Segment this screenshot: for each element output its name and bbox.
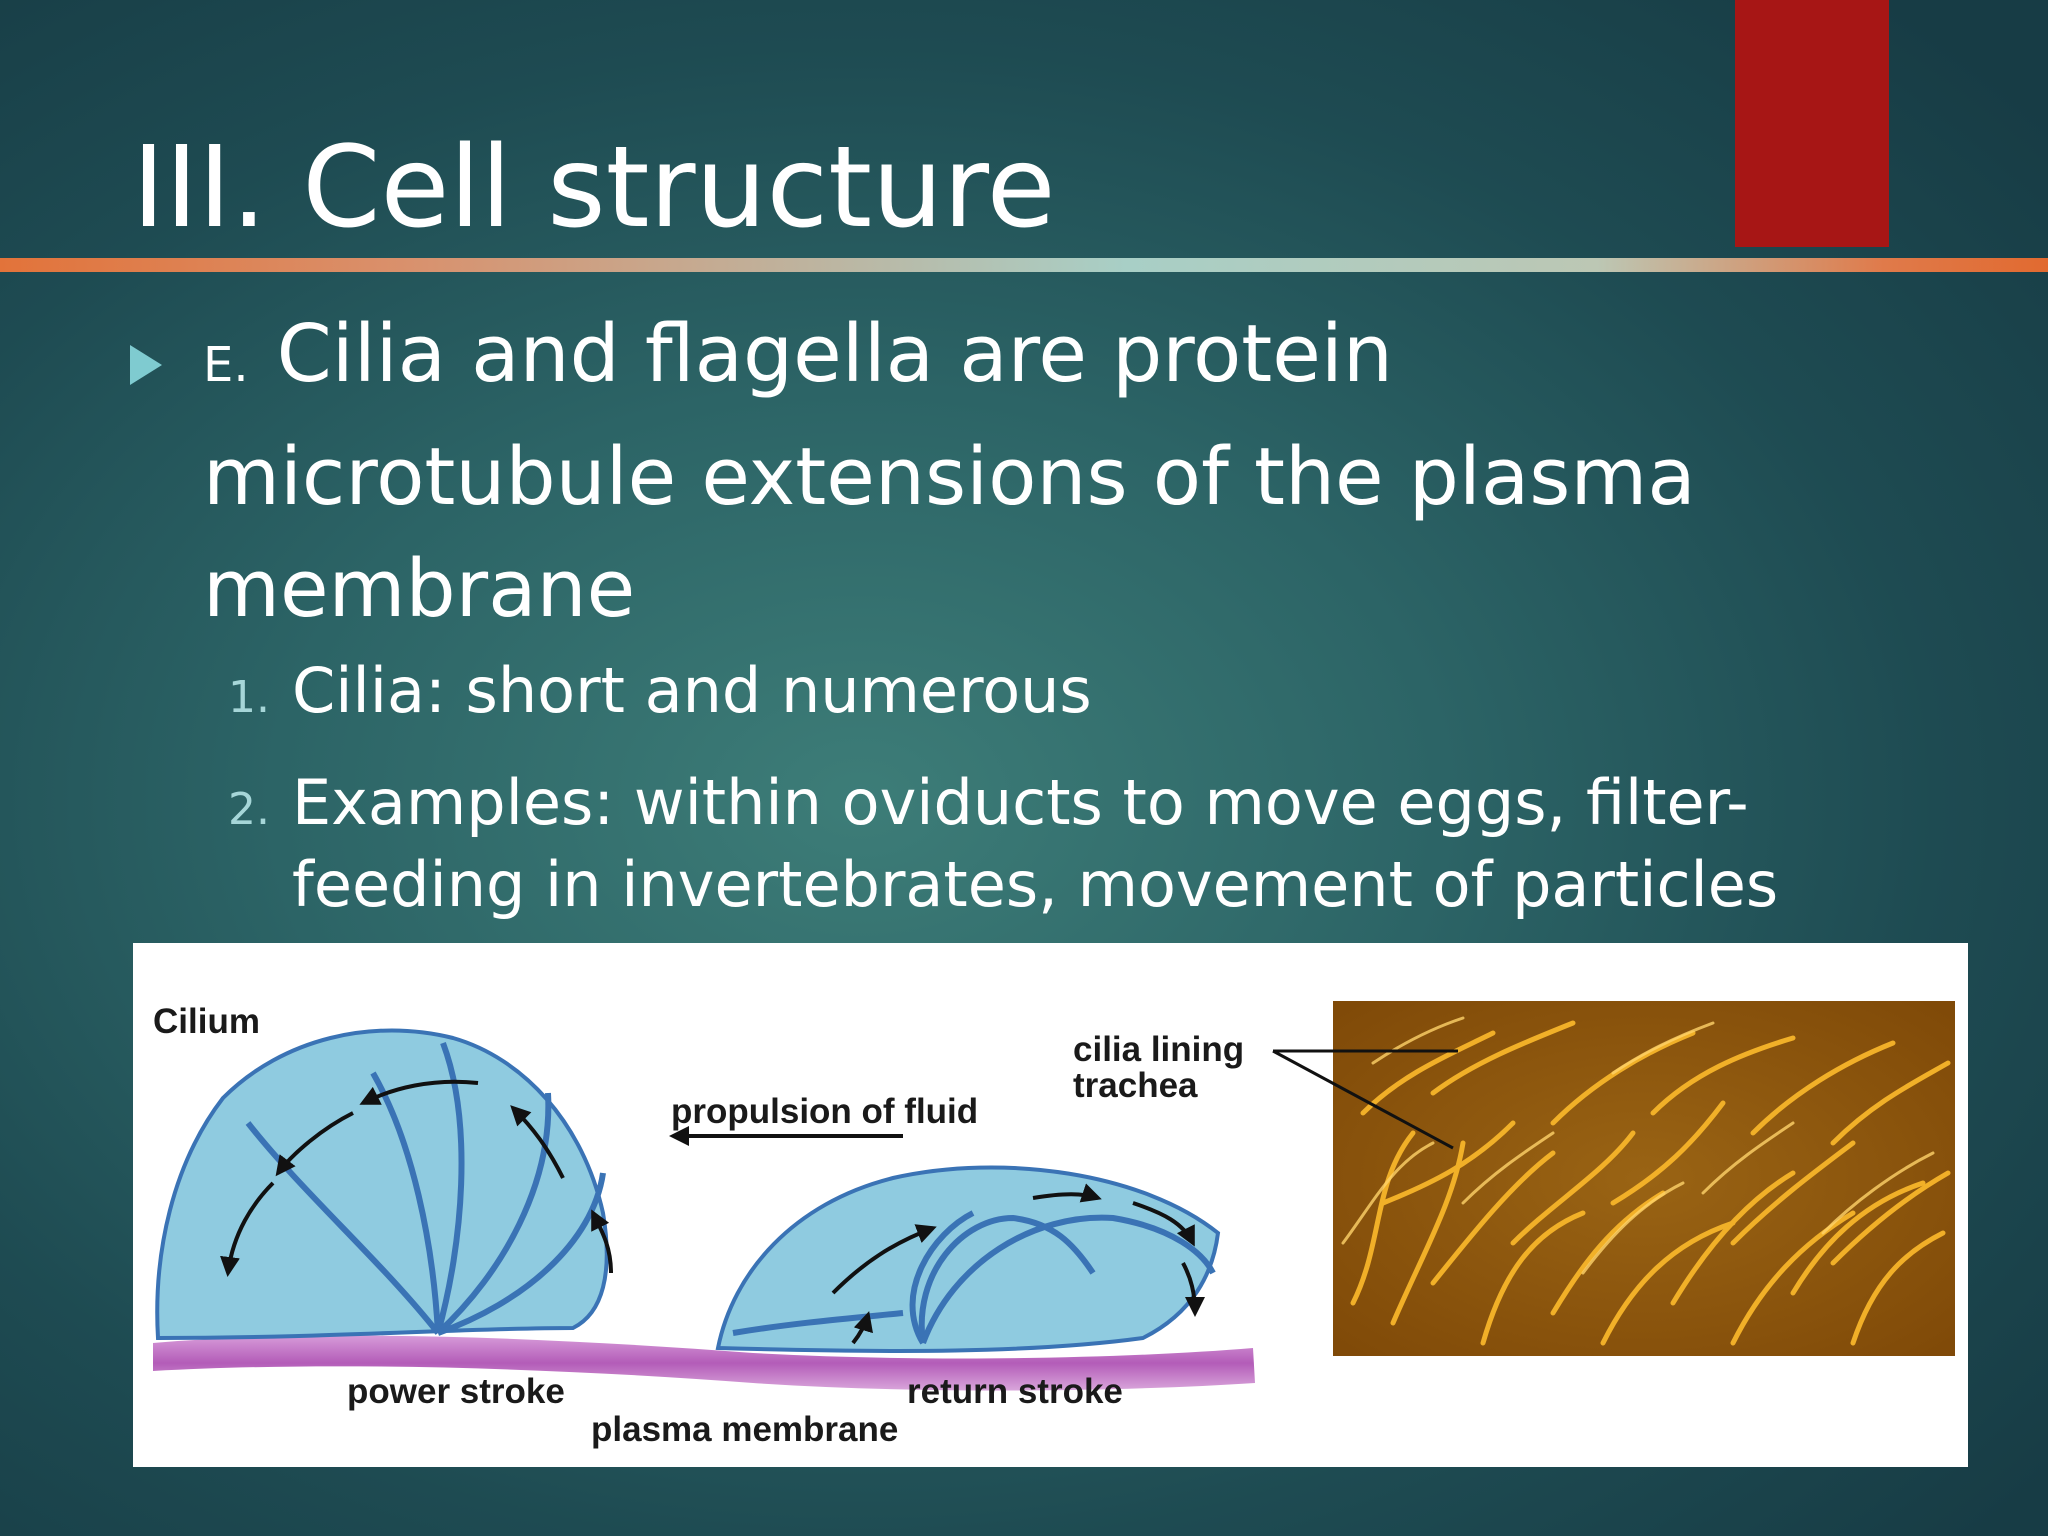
sub-bullet-1: 1. Cilia: short and numerous (228, 650, 1878, 739)
sub-bullet-2: 2. Examples: within oviducts to move eggs… (228, 762, 1878, 1008)
power-stroke-fan (155, 1028, 609, 1341)
sub-bullet-text: Examples: within oviducts to move eggs, … (292, 766, 1779, 1003)
trachea-label: trachea (1073, 1066, 1198, 1105)
slide-title: III. Cell structure (132, 123, 1056, 253)
return-stroke-fan (715, 1165, 1221, 1353)
power-stroke-label: power stroke (347, 1372, 565, 1411)
sub-bullet-number: 1. (228, 672, 270, 723)
propulsion-label: propulsion of fluid (671, 1092, 979, 1131)
plasma-membrane-label: plasma membrane (591, 1410, 899, 1449)
return-stroke-label: return stroke (907, 1372, 1123, 1411)
trachea-micrograph (1333, 1001, 1955, 1356)
cilia-diagram (153, 1001, 1955, 1391)
main-bullet: E.Cilia and flagella are protein microtu… (203, 298, 1803, 645)
triangle-bullet-icon (130, 345, 162, 385)
plasma-membrane-band (153, 1335, 1255, 1391)
bullet-letter: E. (203, 337, 249, 393)
sub-bullet-number: 2. (228, 784, 270, 835)
title-divider (0, 258, 2048, 272)
cilia-lining-label: cilia lining (1073, 1030, 1245, 1069)
bullet-text: Cilia and flagella are protein microtubu… (203, 308, 1696, 635)
red-accent-tab (1735, 0, 1889, 247)
cilia-figure: Cilium propulsion of fluid cilia lining … (133, 943, 1968, 1467)
cilium-label: Cilium (153, 1002, 260, 1041)
sub-bullet-text: Cilia: short and numerous (292, 654, 1092, 727)
